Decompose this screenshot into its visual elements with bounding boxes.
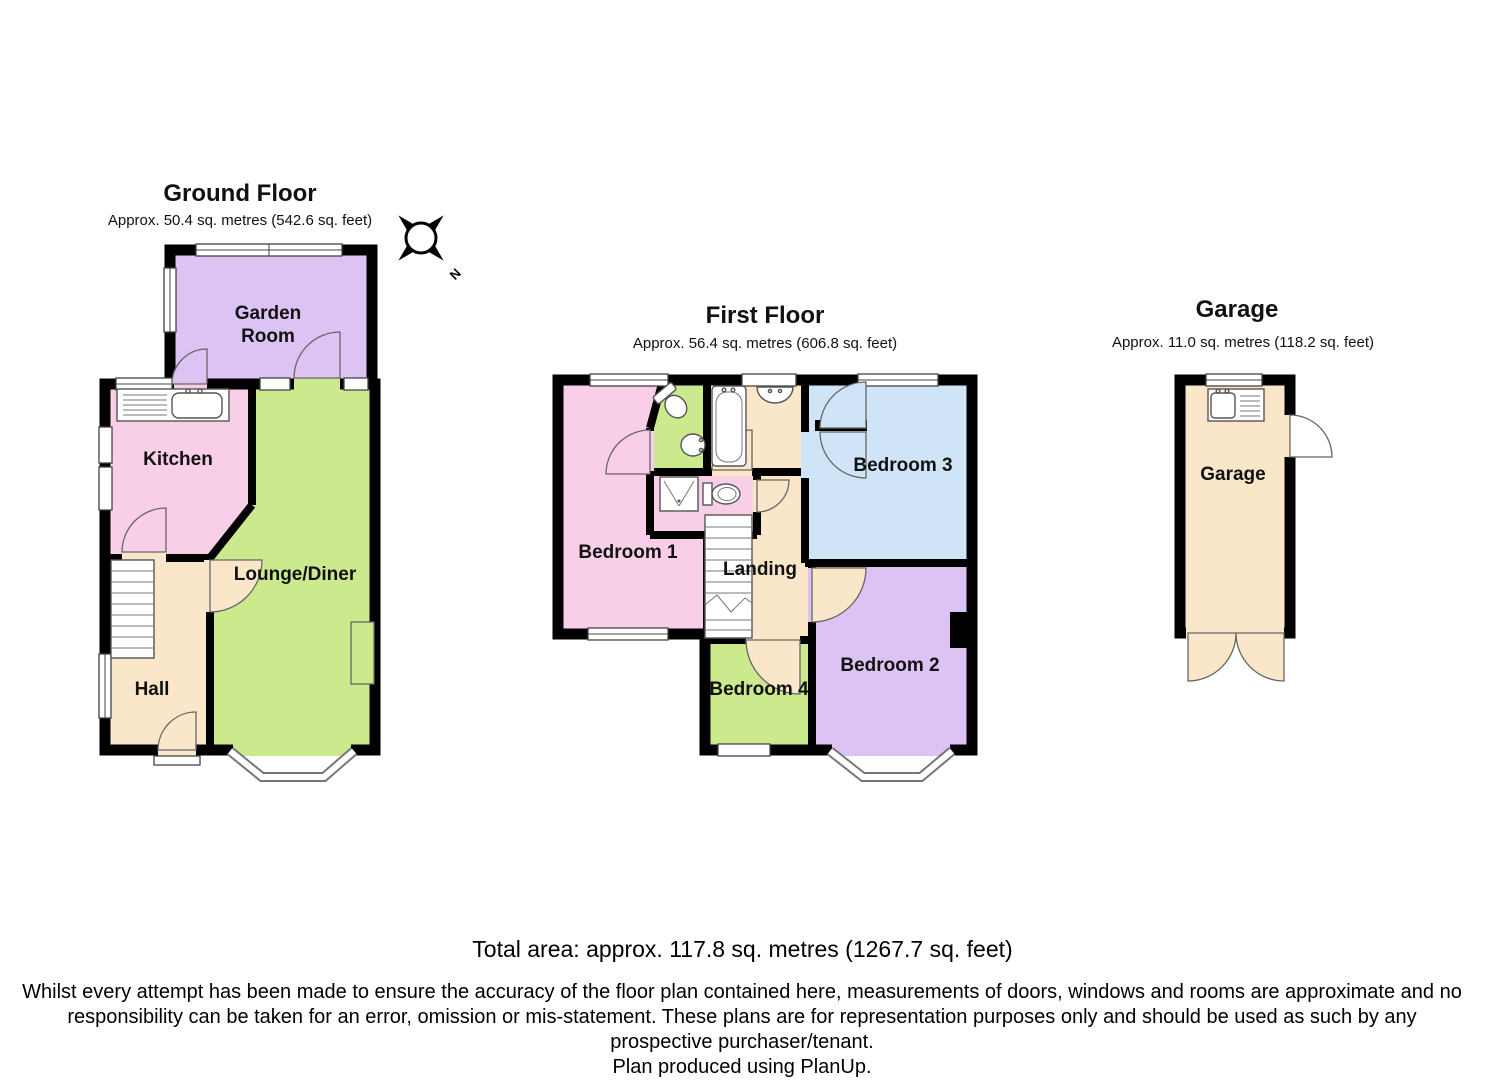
- credit-text: Plan produced using PlanUp.: [612, 1056, 872, 1078]
- first-floor-plan: First Floor Approx. 56.4 sq. metres (606…: [552, 302, 978, 782]
- wc-toilet-fixture: [652, 382, 688, 419]
- kitchen-diagonal-wall: [206, 502, 256, 561]
- ground-floor-title: Ground Floor: [163, 180, 316, 207]
- bedroom4-door: [745, 639, 801, 695]
- front-door: [157, 711, 197, 751]
- garage-title: Garage: [1196, 296, 1279, 323]
- bathroom-basin-fixture: [756, 386, 794, 404]
- kitchen-sink-fixture: [116, 388, 230, 422]
- ground-windows: [98, 243, 369, 766]
- bedroom3-door-lower: [819, 431, 867, 479]
- compass-north-label: N: [447, 266, 464, 283]
- wc-diagonal-wall: [646, 378, 667, 430]
- disclaimer-text: Whilst every attempt has been made to en…: [22, 981, 1462, 1053]
- landing-stairs: [704, 514, 753, 639]
- garage-door-left-leaf: [1187, 632, 1237, 682]
- ground-floor-plan: Ground Floor Approx. 50.4 sq. metres (54…: [98, 180, 381, 782]
- shower-room-toilet-fixture: [702, 482, 741, 506]
- garage-area: Approx. 11.0 sq. metres (118.2 sq. feet): [1112, 334, 1374, 351]
- bedroom3-door-upper: [819, 381, 867, 429]
- lounge-diner-label: Lounge/Diner: [234, 564, 357, 585]
- bedroom3-label: Bedroom 3: [853, 455, 952, 476]
- kitchen-door: [121, 507, 167, 553]
- garden-room-label-2: Room: [241, 326, 295, 347]
- first-floor-area: Approx. 56.4 sq. metres (606.8 sq. feet): [633, 335, 897, 352]
- garage-door-arcs: [1187, 414, 1333, 682]
- lounge-door: [209, 559, 263, 613]
- legal-block: Whilst every attempt has been made to en…: [22, 980, 1462, 1080]
- bay-opening: [233, 744, 351, 756]
- first-windows: [587, 373, 939, 757]
- bedroom2-bay-opening: [832, 744, 950, 756]
- bedroom4-label: Bedroom 4: [709, 679, 809, 700]
- ground-floor-area: Approx. 50.4 sq. metres (542.6 sq. feet): [108, 212, 372, 229]
- kitchen-recess-2: [98, 466, 113, 511]
- bedroom1-door: [605, 429, 651, 475]
- garage-plan: Garage Approx. 11.0 sq. metres (118.2 sq…: [1112, 296, 1374, 682]
- landing-label: Landing: [723, 559, 797, 580]
- front-door-sill: [153, 755, 201, 766]
- garage-sink-fixture: [1207, 388, 1265, 422]
- lounge-bay-window: [226, 747, 358, 782]
- bathroom-doorway: [712, 468, 752, 476]
- garden-kitchen-door: [171, 348, 208, 385]
- shower-fixture: [659, 476, 699, 512]
- first-door-arcs: [605, 381, 867, 695]
- garage-door-right-leaf: [1235, 632, 1285, 682]
- bedroom2-bay-window: [826, 747, 956, 782]
- garage-side-door: [1289, 414, 1333, 458]
- bath-fixture: [711, 385, 747, 467]
- garage-label: Garage: [1200, 464, 1265, 485]
- lounge-chimney-breast: [350, 621, 375, 685]
- room-garage: [1180, 380, 1290, 633]
- hall-stairs: [110, 559, 155, 659]
- kitchen-recess-1: [98, 426, 113, 464]
- ground-door-arcs: [121, 331, 341, 751]
- bedroom2-door: [811, 567, 867, 623]
- first-floor-title: First Floor: [706, 302, 825, 329]
- total-area-text: Total area: approx. 117.8 sq. metres (12…: [472, 936, 1013, 962]
- first-outer-walls: [552, 374, 978, 756]
- garden-lounge-door: [293, 331, 341, 379]
- bedroom2-wall-notch: [950, 612, 972, 648]
- room-lounge-diner: [210, 384, 375, 750]
- garden-lounge-doorway: [294, 378, 340, 391]
- wc-basin-fixture: [680, 433, 706, 457]
- garden-room-label-1: Garden: [235, 303, 302, 324]
- hall-label: Hall: [135, 679, 170, 700]
- kitchen-label: Kitchen: [143, 449, 213, 470]
- compass-rose-icon: N: [398, 215, 464, 283]
- bedroom1-label: Bedroom 1: [578, 542, 678, 563]
- bedroom3-doorway: [801, 432, 809, 478]
- shower-room-door: [756, 479, 790, 513]
- bedroom2-label: Bedroom 2: [840, 655, 939, 676]
